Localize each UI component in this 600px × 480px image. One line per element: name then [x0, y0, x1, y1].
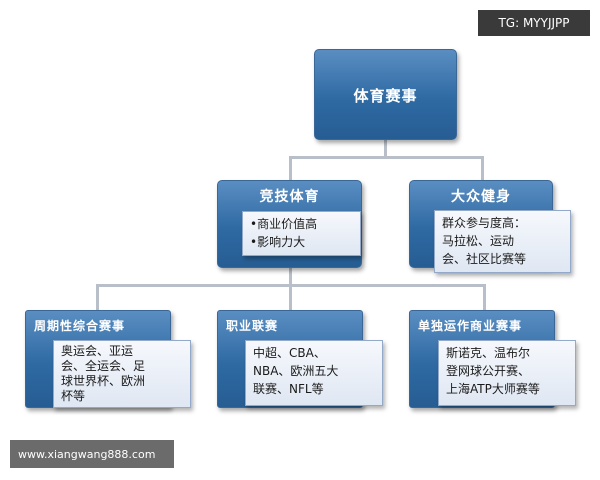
connector-to-jingji — [289, 156, 292, 180]
watermark-top-tag: TG: MYYJJPP — [478, 10, 590, 36]
detail-line: 会、全运会、足 — [61, 359, 146, 373]
league-detail-zhiye: 中超、CBA、 NBA、欧洲五大 联赛、NFL等 — [245, 340, 383, 406]
detail-line: •影响力大 — [250, 235, 306, 249]
connector-level2-bar — [289, 156, 483, 159]
detail-line: 斯诺克、温布尔 — [446, 346, 531, 360]
detail-line: NBA、欧洲五大 — [253, 364, 339, 378]
detail-line: 会、社区比赛等 — [442, 252, 527, 266]
detail-line: 杯等 — [61, 389, 86, 403]
league-label-dandu: 单独运作商业赛事 — [418, 319, 523, 333]
league-detail-dandu: 斯诺克、温布尔 登网球公开赛、 上海ATP大师赛等 — [438, 340, 576, 406]
league-label-zhiye: 职业联赛 — [226, 319, 279, 333]
connector-to-zhiye — [289, 284, 292, 310]
detail-line: •商业价值高 — [250, 217, 318, 231]
detail-line: 中超、CBA、 — [253, 346, 326, 360]
detail-line: 群众参与度高： — [442, 216, 527, 230]
connector-root-down — [384, 140, 387, 158]
detail-line: 登网球公开赛、 — [446, 364, 531, 378]
detail-line: 奥运会、亚运 — [61, 344, 134, 358]
connector-to-dazhong — [481, 156, 484, 180]
connector-to-zhouqi — [96, 284, 99, 310]
detail-line: 上海ATP大师赛等 — [446, 382, 540, 396]
league-detail-zhouqi: 奥运会、亚运 会、全运会、足 球世界杯、欧洲 杯等 — [53, 340, 191, 408]
connector-jingji-down — [289, 268, 292, 286]
watermark-url-tag: www.xiangwang888.com — [10, 440, 174, 468]
detail-line: 联赛、NFL等 — [253, 382, 324, 396]
root-node-label: 体育赛事 — [353, 87, 418, 105]
category-detail-jingji: •商业价值高 •影响力大 — [242, 211, 361, 256]
category-detail-dazhong: 群众参与度高： 马拉松、运动 会、社区比赛等 — [434, 210, 571, 273]
category-label-dazhong: 大众健身 — [451, 189, 511, 205]
league-label-zhouqi: 周期性综合赛事 — [34, 319, 126, 333]
root-node: 体育赛事 — [314, 49, 457, 140]
connector-to-dandu — [483, 284, 486, 310]
detail-line: 马拉松、运动 — [442, 234, 515, 248]
detail-line: 球世界杯、欧洲 — [61, 374, 146, 388]
category-label-jingji: 竞技体育 — [259, 189, 320, 205]
